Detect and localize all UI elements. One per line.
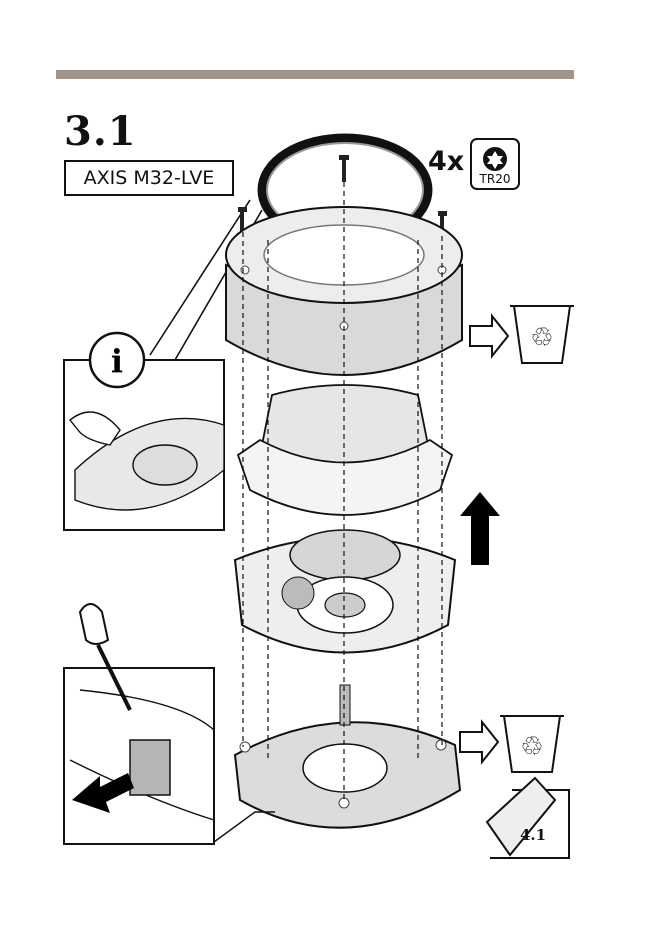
info-callout: i bbox=[64, 333, 224, 530]
info-icon: i bbox=[111, 342, 123, 380]
clear-dome bbox=[238, 385, 452, 515]
mounting-bracket bbox=[235, 685, 460, 828]
arrow-up-icon bbox=[460, 492, 500, 565]
page-turn-icon bbox=[487, 778, 569, 858]
svg-text:♲: ♲ bbox=[520, 732, 543, 762]
recycle-bin-icon bbox=[500, 306, 574, 772]
svg-text:♲: ♲ bbox=[530, 323, 553, 353]
next-step-reference: 4.1 bbox=[520, 826, 546, 844]
recycle-symbol: ♲ ♲ bbox=[520, 323, 553, 762]
